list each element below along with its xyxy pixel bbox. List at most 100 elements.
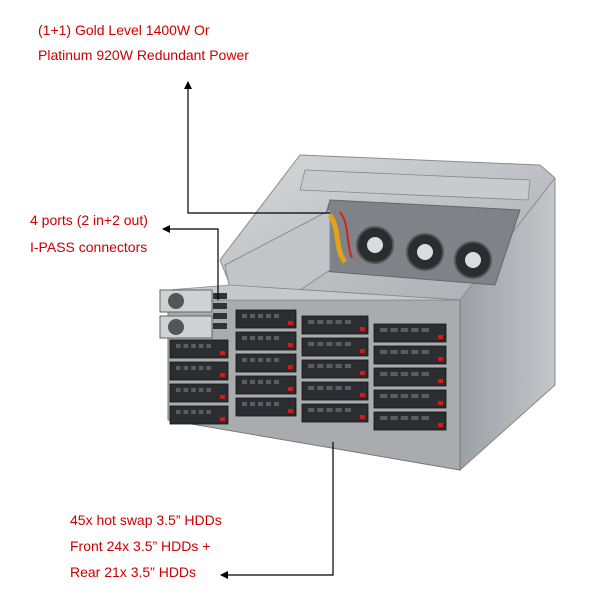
- drive-tray-vent: [258, 314, 263, 318]
- drive-tray-latch: [288, 365, 293, 369]
- drive-tray-vent: [335, 320, 342, 324]
- drive-tray-vent: [266, 402, 271, 406]
- drive-tray-vent: [326, 386, 333, 390]
- drive-tray: [373, 323, 447, 343]
- drive-tray-vent: [308, 408, 315, 412]
- drive-tray-vent: [250, 336, 255, 340]
- ipass-connectors: [213, 293, 227, 329]
- drive-tray-latch: [220, 373, 225, 377]
- drive-tray-latch: [288, 409, 293, 413]
- drive-tray-vent: [317, 342, 324, 346]
- power-callout-line-1: (1+1) Gold Level 1400W Or: [38, 22, 210, 38]
- ports-callout-line-1: 4 ports (2 in+2 out): [30, 212, 148, 228]
- drive-tray-vent: [242, 336, 247, 340]
- drive-tray-vent: [390, 416, 398, 420]
- drive-tray-vent: [317, 408, 324, 412]
- leader-lines: [162, 81, 334, 579]
- drive-tray-latch: [438, 423, 443, 427]
- drive-tray-vent: [421, 394, 429, 398]
- drive-tray-vent: [344, 386, 351, 390]
- drive-tray-latch: [360, 393, 365, 397]
- drive-tray-vent: [206, 388, 211, 392]
- drive-tray-vent: [308, 364, 315, 368]
- chassis-rear-strip: [299, 169, 531, 201]
- drive-tray-vent: [335, 408, 342, 412]
- drive-tray-vent: [380, 416, 388, 420]
- drive-tray-vent: [176, 344, 181, 348]
- drive-tray-vent: [183, 388, 189, 392]
- drive-tray-vent: [176, 366, 181, 370]
- drive-tray-vent: [308, 342, 315, 346]
- drive-tray-vent: [198, 366, 204, 370]
- drive-tray-vent: [411, 394, 419, 398]
- drive-tray-vent: [335, 386, 342, 390]
- drives-leader-line: [220, 442, 334, 579]
- drive-tray-vent: [274, 336, 279, 340]
- drive-tray: [169, 405, 229, 425]
- drive-tray-vent: [250, 380, 255, 384]
- drive-bays: [169, 309, 447, 431]
- drive-tray: [169, 383, 229, 403]
- drive-tray-latch: [438, 401, 443, 405]
- power-supplies: [159, 289, 213, 339]
- drive-tray-vent: [191, 344, 196, 348]
- drive-tray-vent: [421, 350, 429, 354]
- drive-tray-vent: [198, 388, 204, 392]
- drives-callout-line-3: Rear 21x 3.5” HDDs: [70, 564, 197, 580]
- drive-tray: [235, 331, 297, 351]
- drive-tray-vent: [176, 410, 181, 414]
- drive-tray-vent: [258, 336, 263, 340]
- drive-tray-latch: [360, 327, 365, 331]
- psu-2-fan-icon: [168, 319, 184, 335]
- drive-tray-vent: [308, 386, 315, 390]
- drive-tray-vent: [326, 408, 333, 412]
- psu-1-fan-icon: [168, 293, 184, 309]
- drives-callout-line-1: 45x hot swap 3.5” HDDs: [70, 512, 222, 528]
- drive-tray-latch: [288, 321, 293, 325]
- drive-tray: [235, 309, 297, 329]
- drive-tray-vent: [183, 366, 189, 370]
- drive-tray-latch: [360, 349, 365, 353]
- drive-tray-vent: [242, 358, 247, 362]
- drive-tray-vent: [421, 416, 429, 420]
- drive-tray-latch: [360, 371, 365, 375]
- drive-tray-vent: [326, 320, 333, 324]
- power-leader-line: [184, 81, 330, 214]
- drive-tray: [235, 353, 297, 373]
- drive-tray-latch: [438, 335, 443, 339]
- drive-tray-vent: [266, 380, 271, 384]
- drive-tray: [235, 397, 297, 417]
- psu-1: [159, 289, 213, 313]
- drive-tray: [301, 315, 369, 335]
- drive-tray-vent: [421, 328, 429, 332]
- drive-tray-vent: [326, 342, 333, 346]
- drive-tray-vent: [308, 320, 315, 324]
- drive-tray-vent: [183, 344, 189, 348]
- drive-tray-vent: [380, 328, 388, 332]
- drive-tray-vent: [258, 402, 263, 406]
- drive-tray-latch: [220, 417, 225, 421]
- drive-tray-vent: [274, 314, 279, 318]
- drive-tray-vent: [250, 314, 255, 318]
- ports-callout-line-2: I-PASS connectors: [30, 239, 148, 255]
- drive-tray-vent: [258, 380, 263, 384]
- drive-tray-vent: [344, 408, 351, 412]
- ports-leader-line: [162, 225, 219, 300]
- drive-tray-latch: [220, 395, 225, 399]
- drive-tray-vent: [183, 410, 189, 414]
- drive-tray-vent: [198, 344, 204, 348]
- drive-tray-vent: [317, 386, 324, 390]
- drive-tray-vent: [400, 372, 409, 376]
- drive-tray-vent: [266, 358, 271, 362]
- drive-tray-vent: [266, 336, 271, 340]
- red-cable: [339, 211, 353, 259]
- drive-tray: [301, 381, 369, 401]
- drive-tray-vent: [400, 416, 409, 420]
- drive-tray-vent: [380, 350, 388, 354]
- drive-tray-latch: [288, 387, 293, 391]
- drive-tray-vent: [390, 372, 398, 376]
- drive-tray-vent: [344, 342, 351, 346]
- drive-tray-vent: [344, 320, 351, 324]
- power-callout-line-2: Platinum 920W Redundant Power: [38, 47, 249, 63]
